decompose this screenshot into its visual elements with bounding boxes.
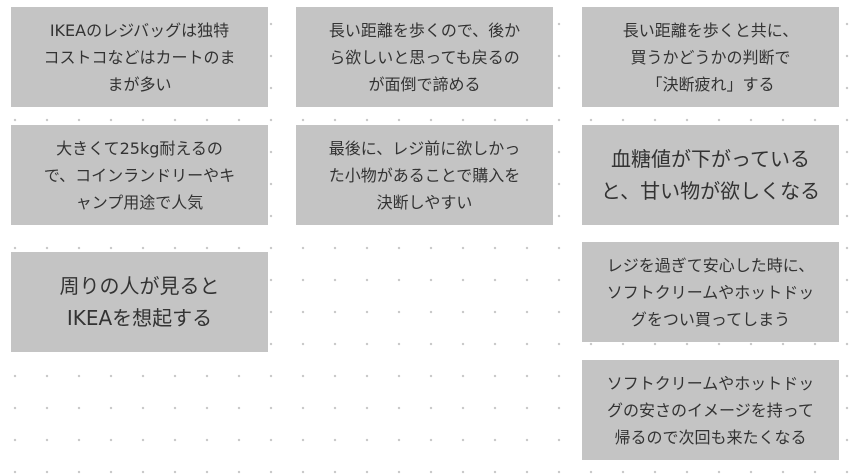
sticky-note[interactable]: ソフトクリームやホットドッ グの安さのイメージを持って 帰るので次回も来たくなる <box>582 360 839 460</box>
sticky-note[interactable]: IKEAのレジバッグは独特 コストコなどはカートのま まが多い <box>11 7 268 107</box>
sticky-note[interactable]: 最後に、レジ前に欲しかっ た小物があることで購入を 決断しやすい <box>296 125 553 225</box>
sticky-note[interactable]: 大きくて25kg耐えるの で、コインランドリーやキ ャンプ用途で人気 <box>11 125 268 225</box>
sticky-note[interactable]: レジを過ぎて安心した時に、 ソフトクリームやホットドッ グをつい買ってしまう <box>582 242 839 342</box>
sticky-note[interactable]: 血糖値が下がっている と、甘い物が欲しくなる <box>582 125 839 225</box>
sticky-note[interactable]: 長い距離を歩くので、後か ら欲しいと思っても戻るの が面倒で諦める <box>296 7 553 107</box>
sticky-note[interactable]: 長い距離を歩くと共に、 買うかどうかの判断で 「決断疲れ」する <box>582 7 839 107</box>
sticky-note[interactable]: 周りの人が見ると IKEAを想起する <box>11 252 268 352</box>
